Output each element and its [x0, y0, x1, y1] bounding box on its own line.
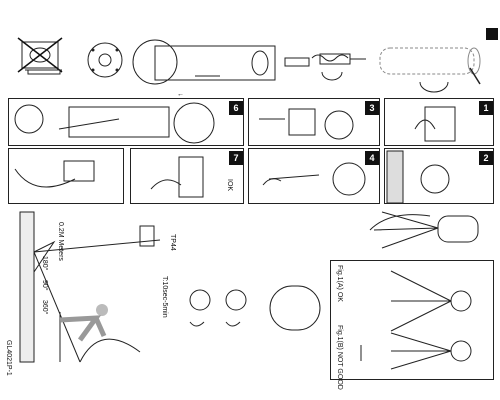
angle-label-90: 90° [41, 280, 48, 291]
fig-a-label: Fig.1(A) OK [336, 265, 343, 302]
panel-step-1: 1 [384, 98, 494, 146]
panel-detection-zone [362, 208, 494, 256]
setting-knobs [189, 285, 321, 331]
step-badge: 7 [229, 151, 243, 165]
step-badge: 3 [365, 101, 379, 115]
step-badge: 6 [229, 101, 243, 115]
panel-step-4-left [8, 148, 124, 204]
panel-step-7: 7 IOK [130, 148, 244, 204]
angle-label-360: 360° [41, 300, 48, 315]
lamp-screw-icon [311, 53, 366, 81]
no-incandescent-icon [17, 37, 63, 75]
model-label: GL4021P-1 [5, 340, 12, 376]
person-icon [59, 304, 108, 342]
install-diagram [19, 211, 161, 363]
panel-step-6: 6 [8, 98, 244, 146]
bollard-exploded-icon: ← [87, 39, 310, 98]
abbr-label: IOK [226, 179, 233, 192]
panel-step-4: 4 [248, 148, 380, 204]
panel-step-2: 2 [384, 148, 494, 204]
distance-label: 0.2M Meters [57, 222, 64, 261]
step-badge: 2 [479, 151, 493, 165]
angle-label-180: 180° [41, 256, 48, 271]
step-badge: 1 [479, 101, 493, 115]
corner-mark [486, 28, 498, 40]
svg-text:←: ← [177, 91, 184, 98]
tp-label: TP44 [169, 234, 176, 251]
timer-label: T:10sec-5min [161, 276, 168, 318]
panel-step-3: 3 [248, 98, 380, 146]
tube-cover-icon [379, 47, 481, 93]
panel-figure-1: Fig.1(A) OK Fig.1(B) NOT GOOD [330, 260, 494, 390]
fig-b-label: Fig.1(B) NOT GOOD [336, 325, 343, 390]
step-badge: 4 [365, 151, 379, 165]
